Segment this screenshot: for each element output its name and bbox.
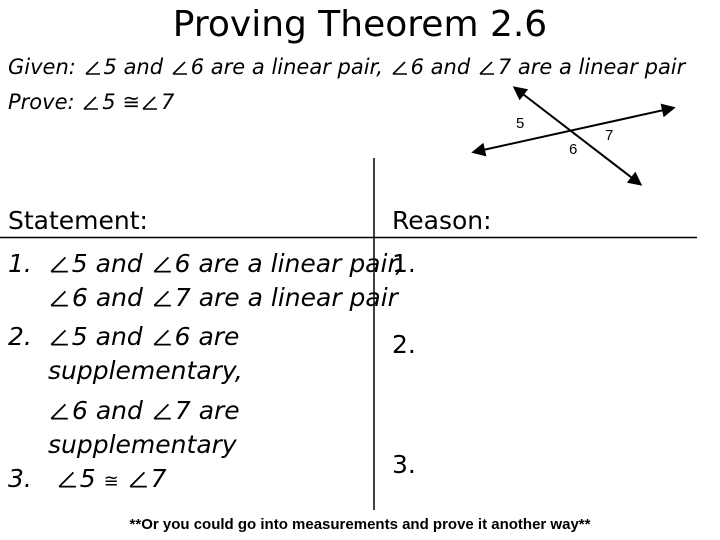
angle-icon [153, 403, 171, 420]
page-title: Proving Theorem 2.6 [172, 4, 548, 45]
statement-text: 6 are [174, 322, 240, 351]
prove-line: Prove: 5 ≅ 7 [8, 90, 174, 114]
angle-label-7: 7 [605, 127, 613, 144]
statement-2-number: 2. [8, 322, 32, 351]
statement-2-line-3: 6 and 7 are [48, 396, 240, 425]
prove-label: Prove: [8, 90, 75, 114]
statement-3-number: 3. [8, 464, 32, 493]
angle-icon [142, 96, 157, 110]
statement-text: 5 and [71, 322, 143, 351]
line-2 [512, 86, 643, 186]
angle-icon [50, 403, 68, 420]
angle-icon [50, 290, 68, 307]
prove-angle-5: 5 [102, 90, 116, 114]
statement-text: 7 are a linear pair [174, 283, 398, 312]
angle-label-5: 5 [516, 115, 524, 132]
angle-icon [129, 471, 147, 488]
angle-icon [172, 61, 187, 75]
angle-icon [153, 290, 171, 307]
statement-text: 6 and [72, 396, 143, 425]
given-text-1: 5 and [103, 55, 164, 79]
angle-icon [153, 256, 171, 273]
statement-header: Statement: [8, 206, 148, 235]
statement-2-line-1: 2. 5 and 6 are [8, 322, 239, 351]
angle-icon [84, 61, 100, 75]
statement-1-line-1: 1. 5 and 6 are a linear pair, [8, 249, 403, 278]
statement-text: 5 [79, 464, 96, 493]
reason-2: 2. [392, 330, 416, 359]
given-text-4: 7 are a linear pair [497, 55, 686, 79]
given-text-2: 6 are a linear pair, [190, 55, 383, 79]
statement-text: 7 are [174, 396, 240, 425]
given-line: Given: 5 and 6 are a linear pair, 6 and … [8, 55, 685, 79]
statement-text: 5 and [71, 249, 143, 278]
given-label: Given: [8, 55, 76, 79]
statement-2-line-4: supplementary [48, 430, 237, 459]
congruent-symbol: ≅ [122, 90, 140, 114]
statement-1-number: 1. [8, 249, 32, 278]
prove-angle-7: 7 [160, 90, 175, 114]
reason-3: 3. [392, 450, 416, 479]
angle-icon [392, 61, 407, 75]
angle-icon [58, 471, 76, 488]
angle-icon [50, 329, 68, 346]
angle-label-6: 6 [569, 141, 577, 158]
statement-3-line-1: 3. 5 ≅ 7 [8, 464, 167, 493]
footnote: **Or you could go into measurements and … [129, 516, 591, 533]
angle-icon [479, 61, 494, 75]
statement-text: 6 and [72, 283, 143, 312]
statement-text: 6 are a linear pair, [174, 249, 404, 278]
angle-icon [83, 96, 99, 110]
statement-text: 7 [150, 464, 167, 493]
given-text-3: 6 and [410, 55, 471, 79]
reason-1: 1. [392, 249, 416, 278]
angle-icon [50, 256, 68, 273]
angle-icon [153, 329, 171, 346]
congruent-symbol: ≅ [103, 471, 119, 492]
statement-2-line-2: supplementary, [48, 356, 243, 385]
statement-1-line-2: 6 and 7 are a linear pair [48, 283, 398, 312]
reason-header: Reason: [392, 206, 492, 235]
